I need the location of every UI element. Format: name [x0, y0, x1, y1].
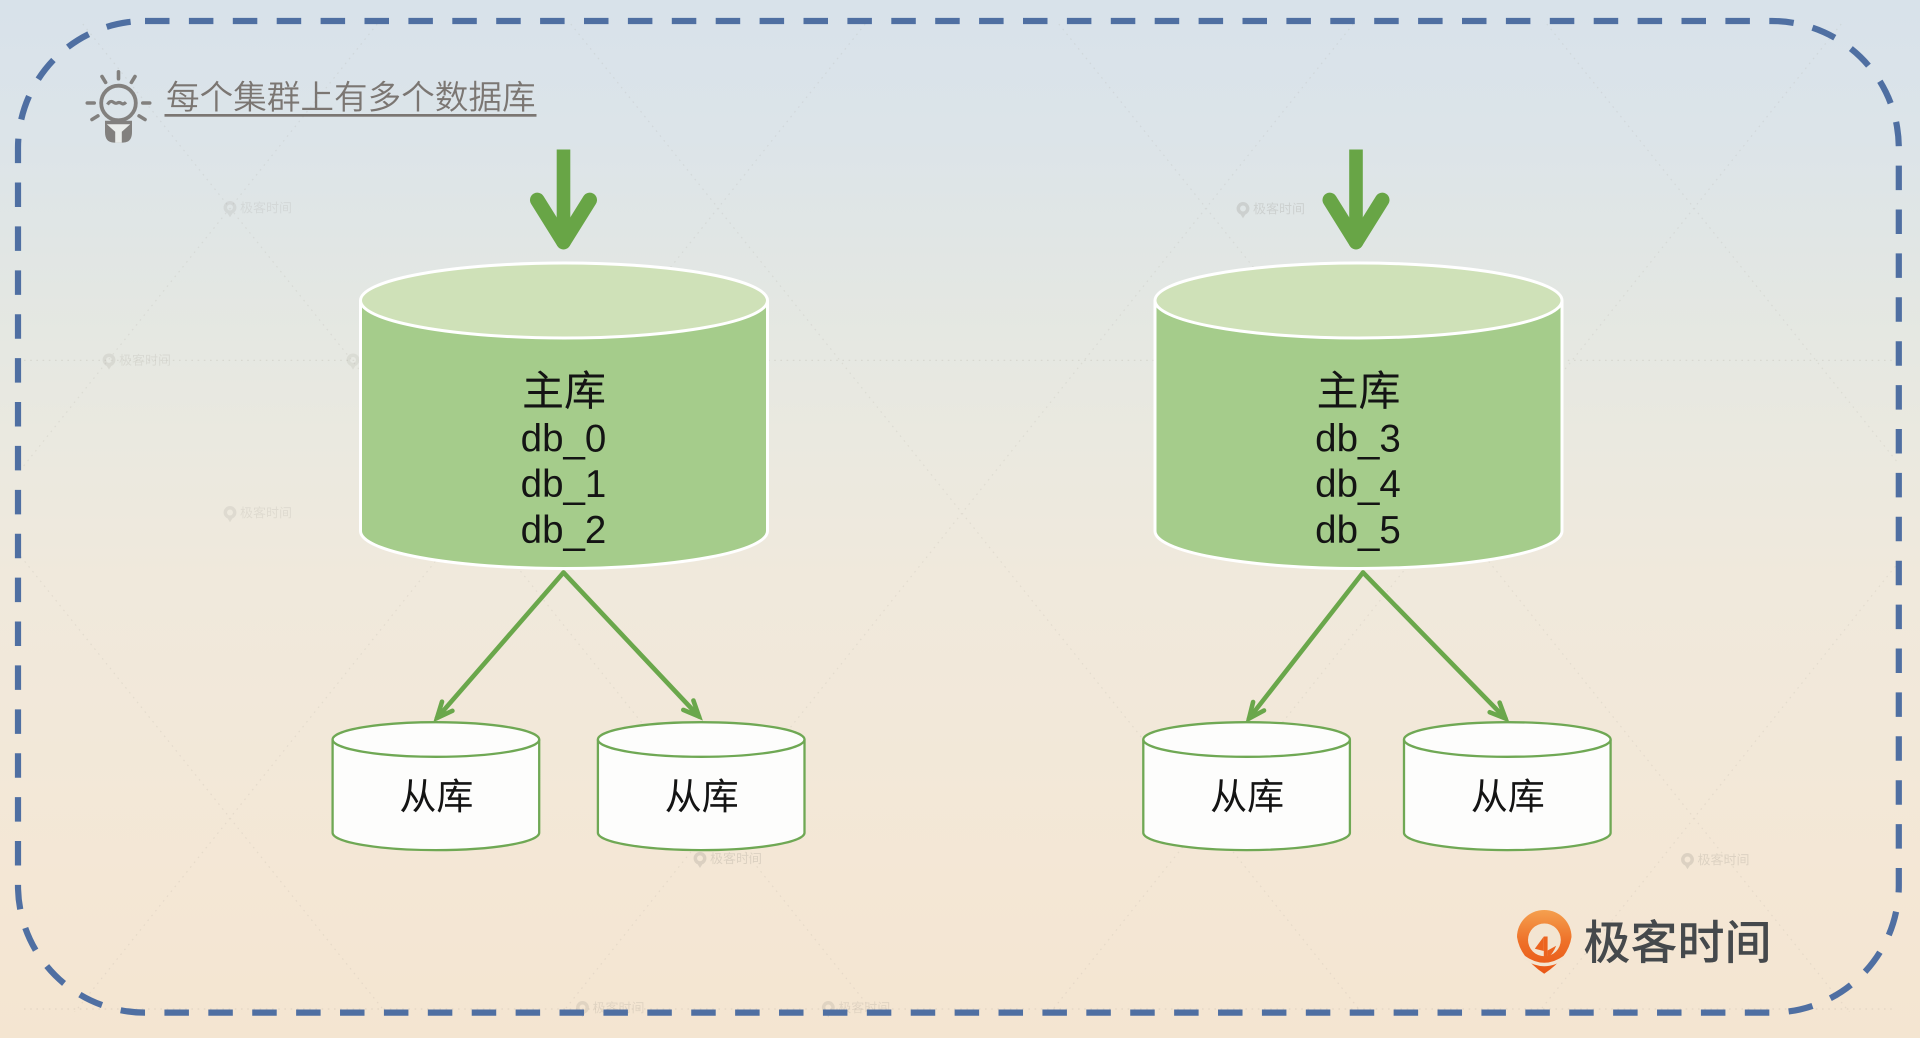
svg-text:db_4: db_4	[1315, 463, 1401, 506]
svg-text:db_1: db_1	[521, 463, 607, 506]
svg-text:db_0: db_0	[521, 417, 607, 460]
svg-text:db_2: db_2	[521, 509, 607, 552]
svg-text:db_5: db_5	[1315, 509, 1401, 552]
svg-text:db_3: db_3	[1315, 417, 1401, 460]
